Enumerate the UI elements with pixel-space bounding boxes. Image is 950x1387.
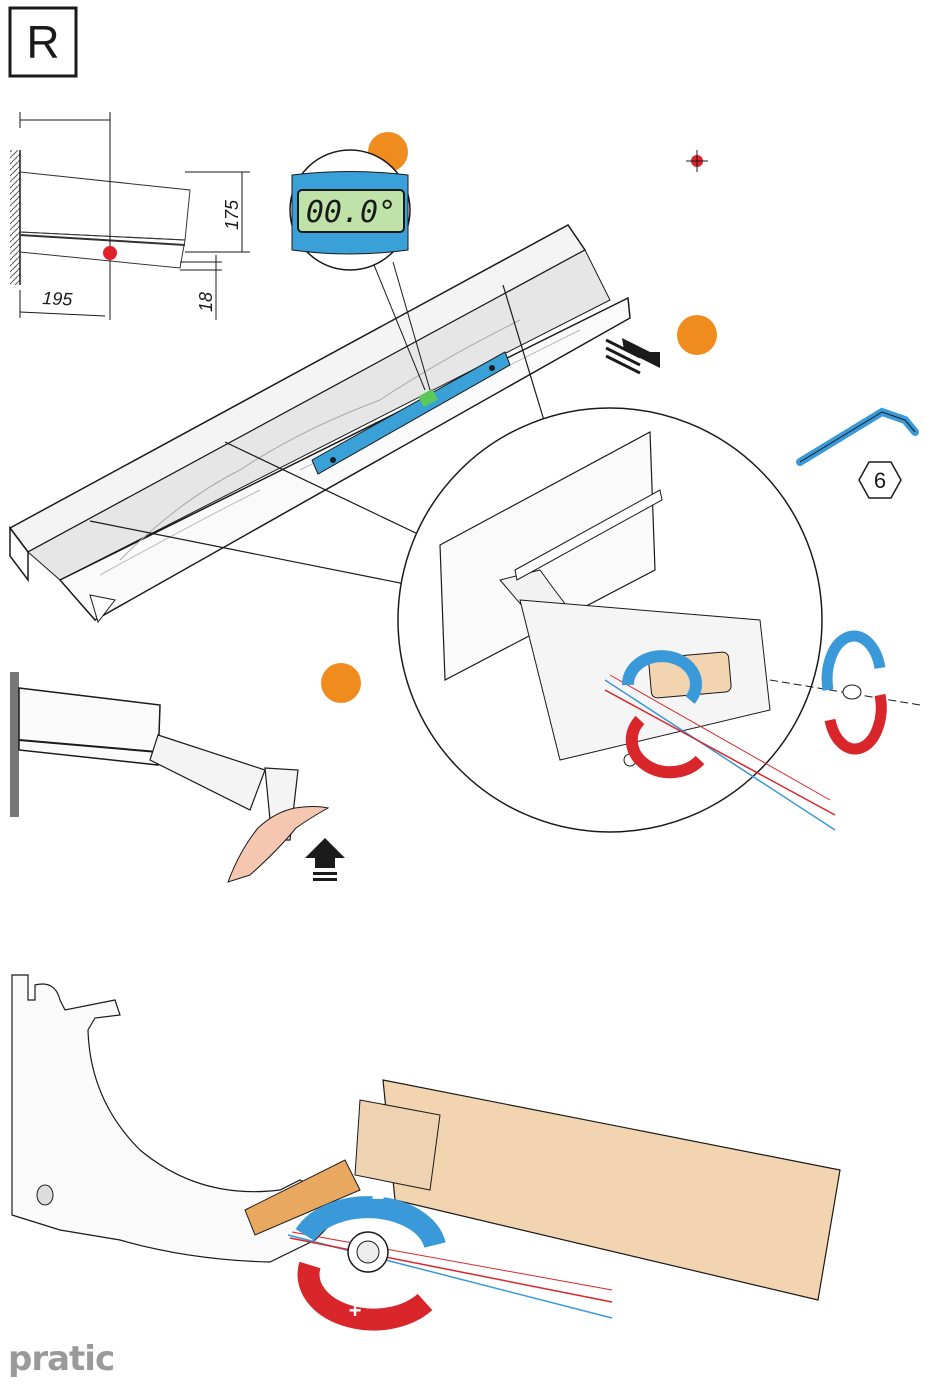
- dimension-height: 175: [222, 199, 242, 230]
- bracket-section-large: − +: [12, 975, 840, 1323]
- dimension-distance: 195: [42, 288, 74, 310]
- bracket-detail-zoom: +: [398, 408, 835, 832]
- step-dot-3: [321, 663, 361, 703]
- lift-arrow: [305, 838, 345, 868]
- level-reading: 00.0°: [306, 195, 396, 230]
- direction-arrow: [606, 338, 660, 373]
- hand: [228, 807, 328, 883]
- dimension-diagram: 195 175 18: [10, 112, 250, 320]
- dimension-offset: 18: [196, 292, 216, 312]
- wall: [10, 672, 19, 817]
- section-badge: R: [10, 8, 76, 76]
- plus-sign: +: [349, 1298, 362, 1323]
- minus-sign: −: [372, 1185, 385, 1210]
- crosshair-marker: [686, 150, 708, 172]
- minus-sign-side: −: [844, 645, 852, 661]
- wrench-size: 6: [874, 468, 886, 493]
- wall-hatch: [10, 150, 20, 285]
- arm-lift-view: [10, 672, 345, 882]
- reference-marker: [103, 246, 117, 260]
- plus-sign-side: +: [854, 724, 862, 740]
- level-display-zoom: 00.0°: [290, 150, 410, 270]
- rotate-plus-arrow: [309, 1265, 425, 1320]
- step-dot-2: [677, 315, 717, 355]
- hex-wrench: 6: [800, 412, 915, 498]
- brand-logo: pratic: [8, 1339, 114, 1379]
- plus-sign-small: +: [660, 743, 668, 759]
- section-letter: R: [26, 16, 59, 68]
- cassette-profile: [383, 1080, 840, 1300]
